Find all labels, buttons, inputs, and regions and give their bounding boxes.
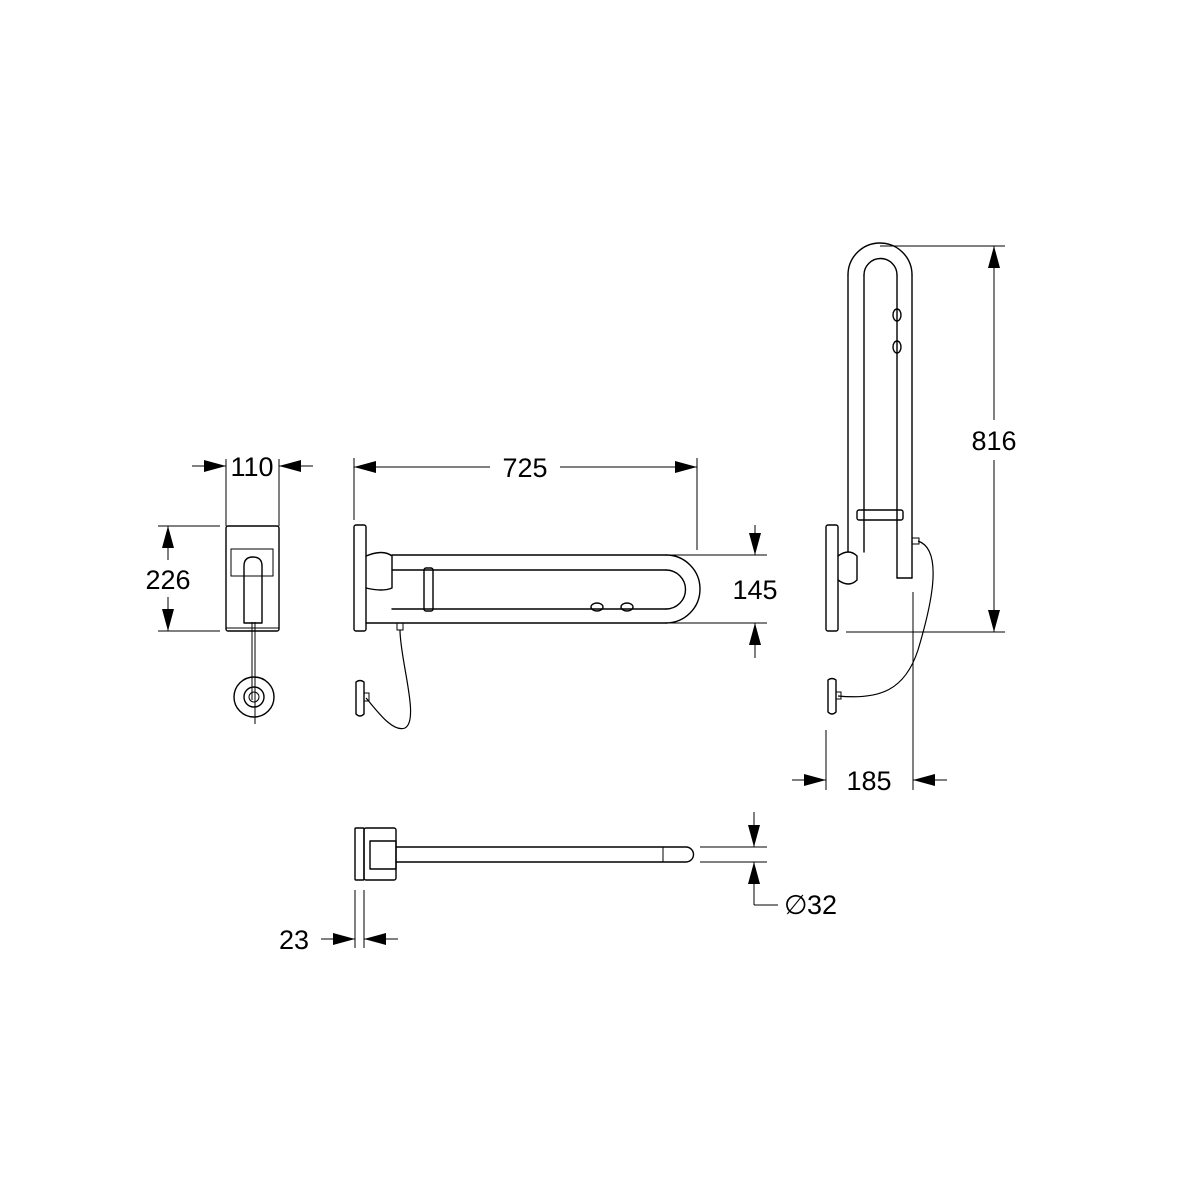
- dim-side-height: 145: [666, 525, 778, 658]
- dim-raised-depth: 185: [792, 592, 947, 796]
- label-raised-depth: 185: [846, 766, 891, 796]
- diameter-symbol: ∅: [784, 890, 808, 920]
- label-tube-diameter: 32: [807, 890, 837, 920]
- side-view: [353, 524, 701, 730]
- raised-view: [825, 242, 934, 715]
- plan-view: [354, 827, 695, 881]
- dim-front-height: 226: [145, 525, 220, 632]
- label-front-height: 226: [145, 565, 190, 595]
- label-side-length: 725: [502, 453, 547, 483]
- label-raised-height: 816: [971, 426, 1016, 456]
- dim-front-width: 110: [192, 452, 313, 526]
- dim-plan-flange: 23: [279, 890, 398, 955]
- label-plan-flange: 23: [279, 925, 309, 955]
- dim-tube-diameter: ∅ 32: [700, 812, 837, 920]
- label-side-height: 145: [732, 575, 777, 605]
- front-view: [225, 525, 280, 724]
- label-front-width: 110: [230, 452, 273, 482]
- dim-side-length: 725: [353, 453, 698, 550]
- dim-raised-height: 816: [846, 245, 1017, 633]
